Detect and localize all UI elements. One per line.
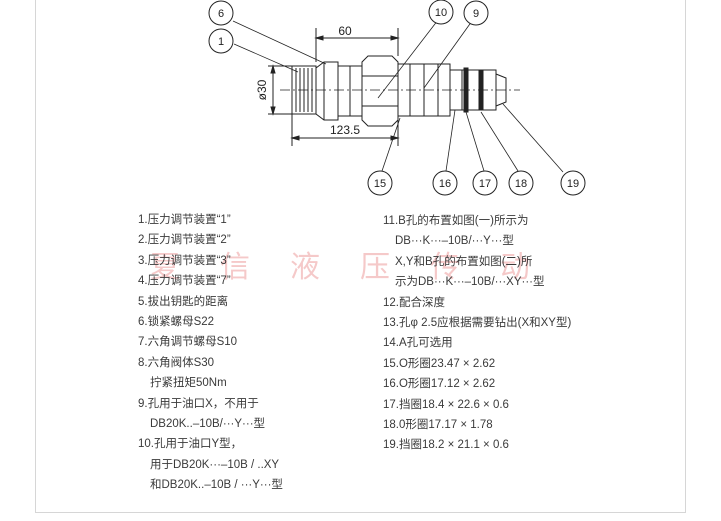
frame-left-border (35, 0, 36, 513)
valve-cartridge-drawing: 6 1 10 9 15 16 17 18 19 60 ø30 123.5 (208, 0, 586, 196)
note-line: 6.锁紧螺母S22 (138, 315, 215, 328)
note-line: DB20K..–10B/···Y···型 (150, 417, 266, 430)
note-line: 4.压力调节装置“7” (138, 275, 231, 288)
callout-label-18: 18 (515, 178, 527, 190)
note-line: 2.压力调节装置“2” (138, 234, 231, 247)
note-line: 拧紧扭矩50Nm (150, 377, 227, 390)
note-line: 14.A孔可选用 (383, 337, 453, 350)
notes-right-column: 11.B孔的布置如图(一)所示为 DB···K···–10B/···Y···型 X,… (383, 211, 571, 456)
callout-label-15: 15 (374, 178, 386, 190)
note-line: DB···K···–10B/···Y···型 (395, 235, 514, 248)
lock-nut (315, 61, 339, 121)
callout-circle-18 (508, 170, 534, 196)
note-line: 1.压力调节装置“1” (138, 214, 231, 226)
callout-label-9: 9 (473, 8, 479, 20)
frame-bottom-border (35, 512, 686, 513)
dimension-label-123-5: 123.5 (330, 123, 360, 137)
note-line: 5.拔出钥匙的距离 (138, 295, 229, 308)
note-line: 和DB20K..–10B / ···Y···型 (150, 479, 283, 492)
callout-circle-17 (472, 170, 498, 196)
note-line: 3.压力调节装置“3” (138, 254, 231, 267)
dimension-label-diameter: ø30 (255, 79, 269, 100)
note-line: 18.0形圈17.17 × 1.78 (383, 418, 493, 431)
hex-body (361, 55, 399, 127)
note-line: 12.配合深度 (383, 296, 445, 309)
callout-circle-10 (428, 0, 454, 25)
note-line: 17.挡圈18.4 × 22.6 × 0.6 (383, 398, 509, 411)
note-line: 用于DB20K···–10B / ..XY (150, 458, 280, 471)
leader-lines (232, 19, 564, 173)
note-line: 19.挡圈18.2 × 21.1 × 0.6 (383, 439, 509, 452)
note-line: X,Y和B孔的布置如图(二)所 (395, 255, 533, 268)
callout-label-1: 1 (218, 36, 224, 48)
note-line: 8.六角阀体S30 (138, 356, 215, 369)
note-line: 7.六角调节螺母S10 (138, 336, 238, 349)
callout-label-16: 16 (439, 178, 451, 190)
callout-label-19: 19 (567, 178, 579, 190)
note-line: 9.孔用于油口X，不用于 (138, 397, 259, 410)
notes-left-column: 1.压力调节装置“1” 2.压力调节装置“2” 3.压力调节装置“3” 4.压力调节装… (138, 210, 283, 495)
callout-circle-15 (367, 170, 393, 196)
callout-circle-9 (463, 0, 489, 26)
dimension-60 (314, 28, 400, 62)
note-line: 10.孔用于油口Y型， (138, 438, 243, 451)
callout-circle-19 (560, 170, 586, 196)
watermark-char: 液 (290, 250, 322, 285)
dimension-diameter (268, 64, 292, 116)
note-line: 13.孔φ 2.5应根据需要钻出(X和XY型) (383, 316, 572, 329)
note-line: 16.O形圈17.12 × 2.62 (383, 378, 496, 391)
note-line: 11.B孔的布置如图(一)所示为 (383, 215, 529, 227)
note-line: 15.O形圈23.47 × 2.62 (383, 357, 496, 370)
dimension-label-60: 60 (338, 24, 352, 38)
note-line: 示为DB···K···–10B/···XY···型 (395, 276, 545, 289)
callout-label-6: 6 (218, 8, 224, 20)
callout-circle-16 (432, 170, 458, 196)
callout-circle-6 (208, 0, 234, 26)
callout-circle-1 (208, 28, 234, 54)
frame-right-border (685, 0, 686, 513)
callout-label-10: 10 (435, 7, 447, 19)
connector-body (337, 65, 363, 117)
callout-label-17: 17 (479, 178, 491, 190)
